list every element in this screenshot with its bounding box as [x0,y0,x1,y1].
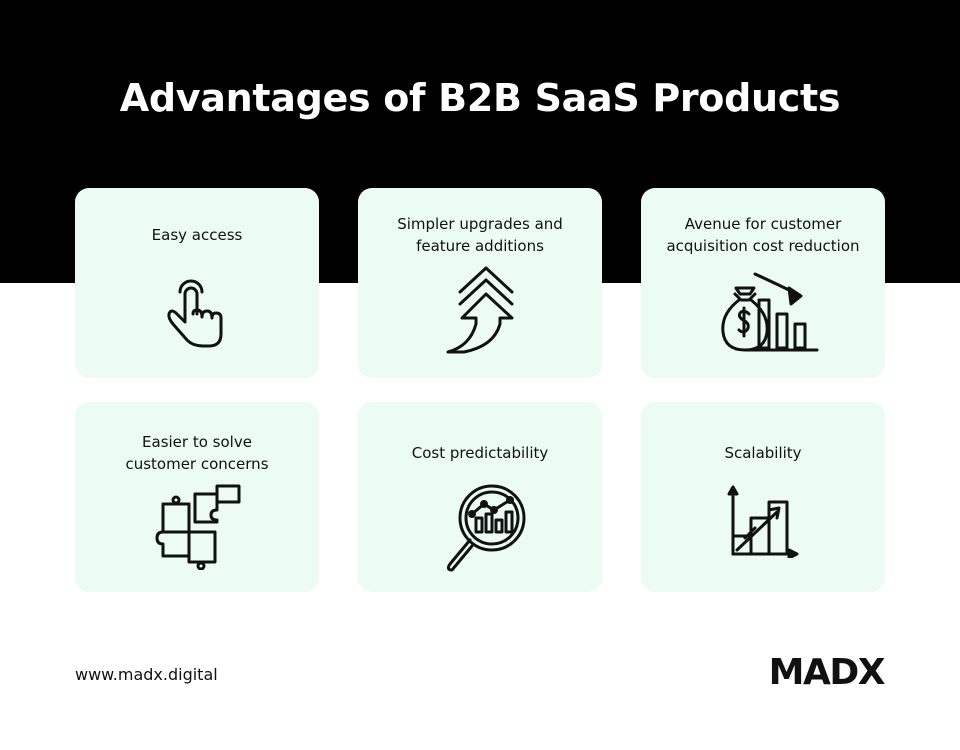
website-url[interactable]: www.madx.digital [75,665,218,684]
upgrade-arrow-icon [446,266,514,354]
hand-pointer-icon [167,279,223,348]
money-bag-chart-down-icon [721,272,819,352]
card-label: Easier to solve customer concerns [125,433,269,473]
card-label: Cost predictability [411,444,549,462]
card-cost-predictability: Cost predictability [358,402,602,592]
magnifier-chart-icon [446,484,526,572]
card-scalability: Scalability [641,402,885,592]
growth-chart-icon [727,485,799,558]
card-label: Scalability [724,444,802,462]
madx-logo: MADX [768,652,886,693]
card-label: Simpler upgrades and feature additions [397,215,563,255]
page-title: Advantages of B2B SaaS Products [119,76,841,120]
card-label: Easy access [151,226,243,244]
card-simpler-upgrades: Simpler upgrades and feature additions [358,188,602,378]
card-customer-concerns: Easier to solve customer concerns [75,402,319,592]
card-label: Avenue for customer acquisition cost red… [666,215,860,255]
card-acquisition-cost: Avenue for customer acquisition cost red… [641,188,885,378]
puzzle-pieces-icon [155,484,241,570]
card-easy-access: Easy access [75,188,319,378]
